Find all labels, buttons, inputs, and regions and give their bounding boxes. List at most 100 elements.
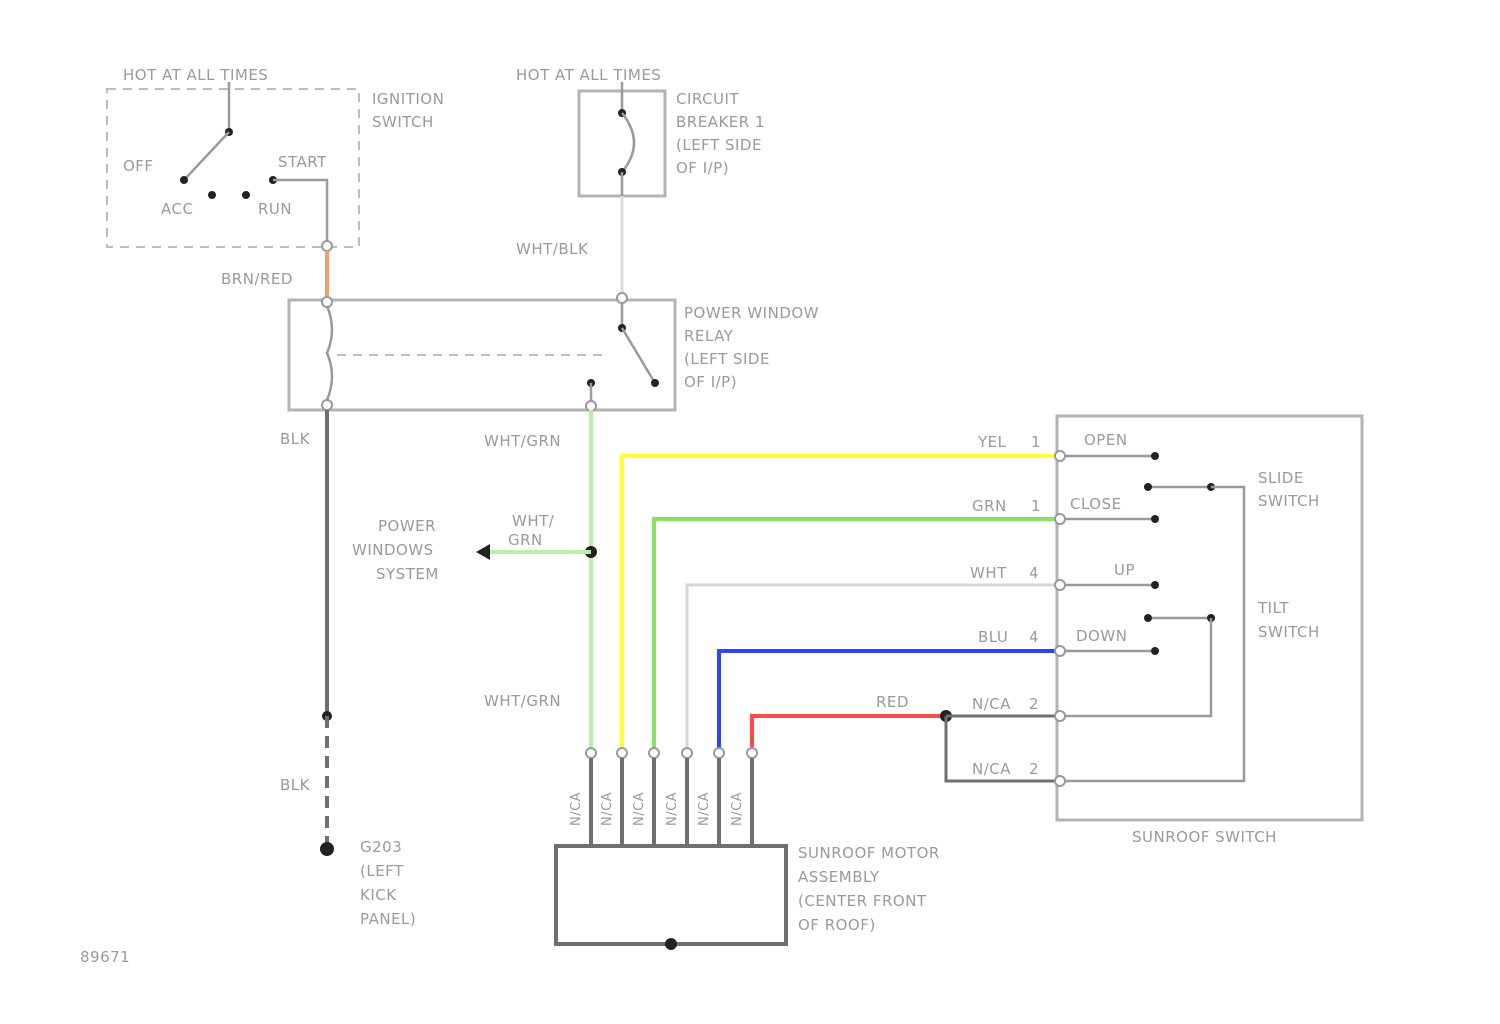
- row-6-connector: [1055, 776, 1065, 786]
- relay-label-line-1: POWER WINDOW: [684, 304, 819, 322]
- motor-ground-dot: [665, 938, 677, 950]
- hot-at-all-times-left-label: HOT AT ALL TIMES: [123, 66, 268, 84]
- row-4-wire-label: BLU: [978, 628, 1008, 646]
- row-2-wire-label: GRN: [972, 497, 1007, 515]
- relay-output-connector: [586, 401, 596, 411]
- relay-label-line-4: OF I/P): [684, 373, 737, 391]
- slide-blade-dot-left: [1144, 483, 1152, 491]
- ignition-connector: [322, 241, 332, 251]
- ignition-switch-title-line-2: SWITCH: [372, 113, 434, 131]
- sunroof-motor-line-1: SUNROOF MOTOR: [798, 844, 940, 862]
- wht-grn-top-label: WHT/GRN: [484, 432, 561, 450]
- row-5-pin-label: 2: [1029, 695, 1039, 713]
- row-1-connector: [1055, 451, 1065, 461]
- ground-label-line-2: (LEFT: [360, 862, 404, 880]
- brn-red-label: BRN/RED: [221, 270, 293, 288]
- power-windows-line-3: SYSTEM: [376, 565, 439, 583]
- tilt-switch-line-2: SWITCH: [1258, 623, 1320, 641]
- circuit-breaker-line-1: CIRCUIT: [676, 90, 739, 108]
- hot-at-all-times-right-label: HOT AT ALL TIMES: [516, 66, 661, 84]
- row-6-pin-label: 2: [1029, 760, 1039, 778]
- ignition-switch: HOT AT ALL TIMES IGNITION SWITCH OFF STA…: [107, 66, 444, 251]
- row-5-connector: [1055, 711, 1065, 721]
- wht-grn-branch-line-2: GRN: [508, 531, 543, 549]
- power-window-relay: POWER WINDOW RELAY (LEFT SIDE OF I/P): [289, 293, 819, 411]
- ground-label-line-3: KICK: [360, 886, 397, 904]
- acc-contact-dot: [208, 191, 216, 199]
- arrow-left-icon: [476, 544, 490, 560]
- motor-pin-2-label: N/CA: [600, 792, 615, 826]
- motor-pin-5-label: N/CA: [697, 792, 712, 826]
- relay-label-line-2: RELAY: [684, 327, 734, 345]
- sunroof-motor-assembly: N/CA N/CA N/CA N/CA N/CA N/CA SUNROOF MO…: [556, 748, 940, 950]
- relay-ground-connector: [322, 400, 332, 410]
- row-4-connector: [1055, 646, 1065, 656]
- slide-switch-line-1: SLIDE: [1258, 469, 1304, 487]
- diagram-code-label: 89671: [80, 948, 130, 966]
- power-windows-line-2: WINDOWS: [352, 541, 434, 559]
- motor-pin-6-connector: [747, 748, 757, 758]
- circuit-breaker-line-4: OF I/P): [676, 159, 729, 177]
- red-label: RED: [876, 693, 909, 711]
- circuit-breaker-line-2: BREAKER 1: [676, 113, 765, 131]
- tilt-blade-dot-left: [1144, 614, 1152, 622]
- row-3-pin-label: 4: [1029, 564, 1039, 582]
- motor-pin-4-label: N/CA: [665, 792, 680, 826]
- blk-top-label: BLK: [280, 430, 311, 448]
- relay-contact-dot: [651, 379, 659, 387]
- motor-pin-1-connector: [586, 748, 596, 758]
- off-label: OFF: [123, 157, 154, 175]
- ground-label-line-1: G203: [360, 838, 402, 856]
- row-5-wire-label: N/CA: [972, 695, 1011, 713]
- start-label: START: [278, 153, 327, 171]
- row-1-contact-dot: [1151, 452, 1159, 460]
- relay-coil-connector: [322, 297, 332, 307]
- wht-wire: [687, 585, 1057, 750]
- wht-grn-branch-line-1: WHT/: [512, 512, 555, 530]
- run-label: RUN: [258, 200, 292, 218]
- wht-grn-bottom-label: WHT/GRN: [484, 692, 561, 710]
- sunroof-switch-label: SUNROOF SWITCH: [1132, 828, 1277, 846]
- motor-pin-1-label: N/CA: [569, 792, 584, 826]
- g203-ground-dot: [320, 842, 334, 856]
- ignition-switch-blade: [184, 132, 229, 180]
- motor-pin-5-connector: [714, 748, 724, 758]
- row-4-function-label: DOWN: [1076, 627, 1127, 645]
- ground-label-line-4: PANEL): [360, 910, 416, 928]
- acc-label: ACC: [161, 200, 193, 218]
- row-3-connector: [1055, 580, 1065, 590]
- ground-circuit: BLK BLK G203 (LEFT KICK PANEL): [280, 410, 416, 928]
- sunroof-motor-line-4: OF ROOF): [798, 916, 876, 934]
- sunroof-motor-line-2: ASSEMBLY: [798, 868, 880, 886]
- run-contact-dot: [242, 191, 250, 199]
- row-2-function-label: CLOSE: [1070, 495, 1122, 513]
- row-1-function-label: OPEN: [1084, 431, 1128, 449]
- circuit-breaker: HOT AT ALL TIMES CIRCUIT BREAKER 1 (LEFT…: [516, 66, 765, 196]
- motor-pin-2-connector: [617, 748, 627, 758]
- row-4-pin-label: 4: [1029, 628, 1039, 646]
- motor-pin-4-connector: [682, 748, 692, 758]
- row-6-wire-label: N/CA: [972, 760, 1011, 778]
- sunroof-motor-box: [556, 846, 786, 944]
- circuit-breaker-line-3: (LEFT SIDE: [676, 136, 762, 154]
- row-2-contact-dot: [1151, 515, 1159, 523]
- relay-switch-blade: [622, 328, 655, 383]
- red-wire: [752, 716, 946, 750]
- motor-pin-6-label: N/CA: [730, 792, 745, 826]
- slide-switch-line-2: SWITCH: [1258, 492, 1320, 510]
- motor-connector-group: [586, 748, 757, 758]
- row-1-pin-label: 1: [1031, 433, 1041, 451]
- row-2-pin-label: 1: [1031, 497, 1041, 515]
- tilt-switch-line-1: TILT: [1257, 599, 1289, 617]
- motor-pin-3-connector: [649, 748, 659, 758]
- row-1-wire-label: YEL: [977, 433, 1007, 451]
- relay-label-line-3: (LEFT SIDE: [684, 350, 770, 368]
- relay-coil: [327, 306, 332, 400]
- row-3-wire-label: WHT: [970, 564, 1007, 582]
- blk-bottom-label: BLK: [280, 776, 311, 794]
- relay-input-connector: [617, 293, 627, 303]
- row-3-contact-dot: [1151, 581, 1159, 589]
- wht-blk-label: WHT/BLK: [516, 240, 589, 258]
- breaker-element: [622, 113, 634, 172]
